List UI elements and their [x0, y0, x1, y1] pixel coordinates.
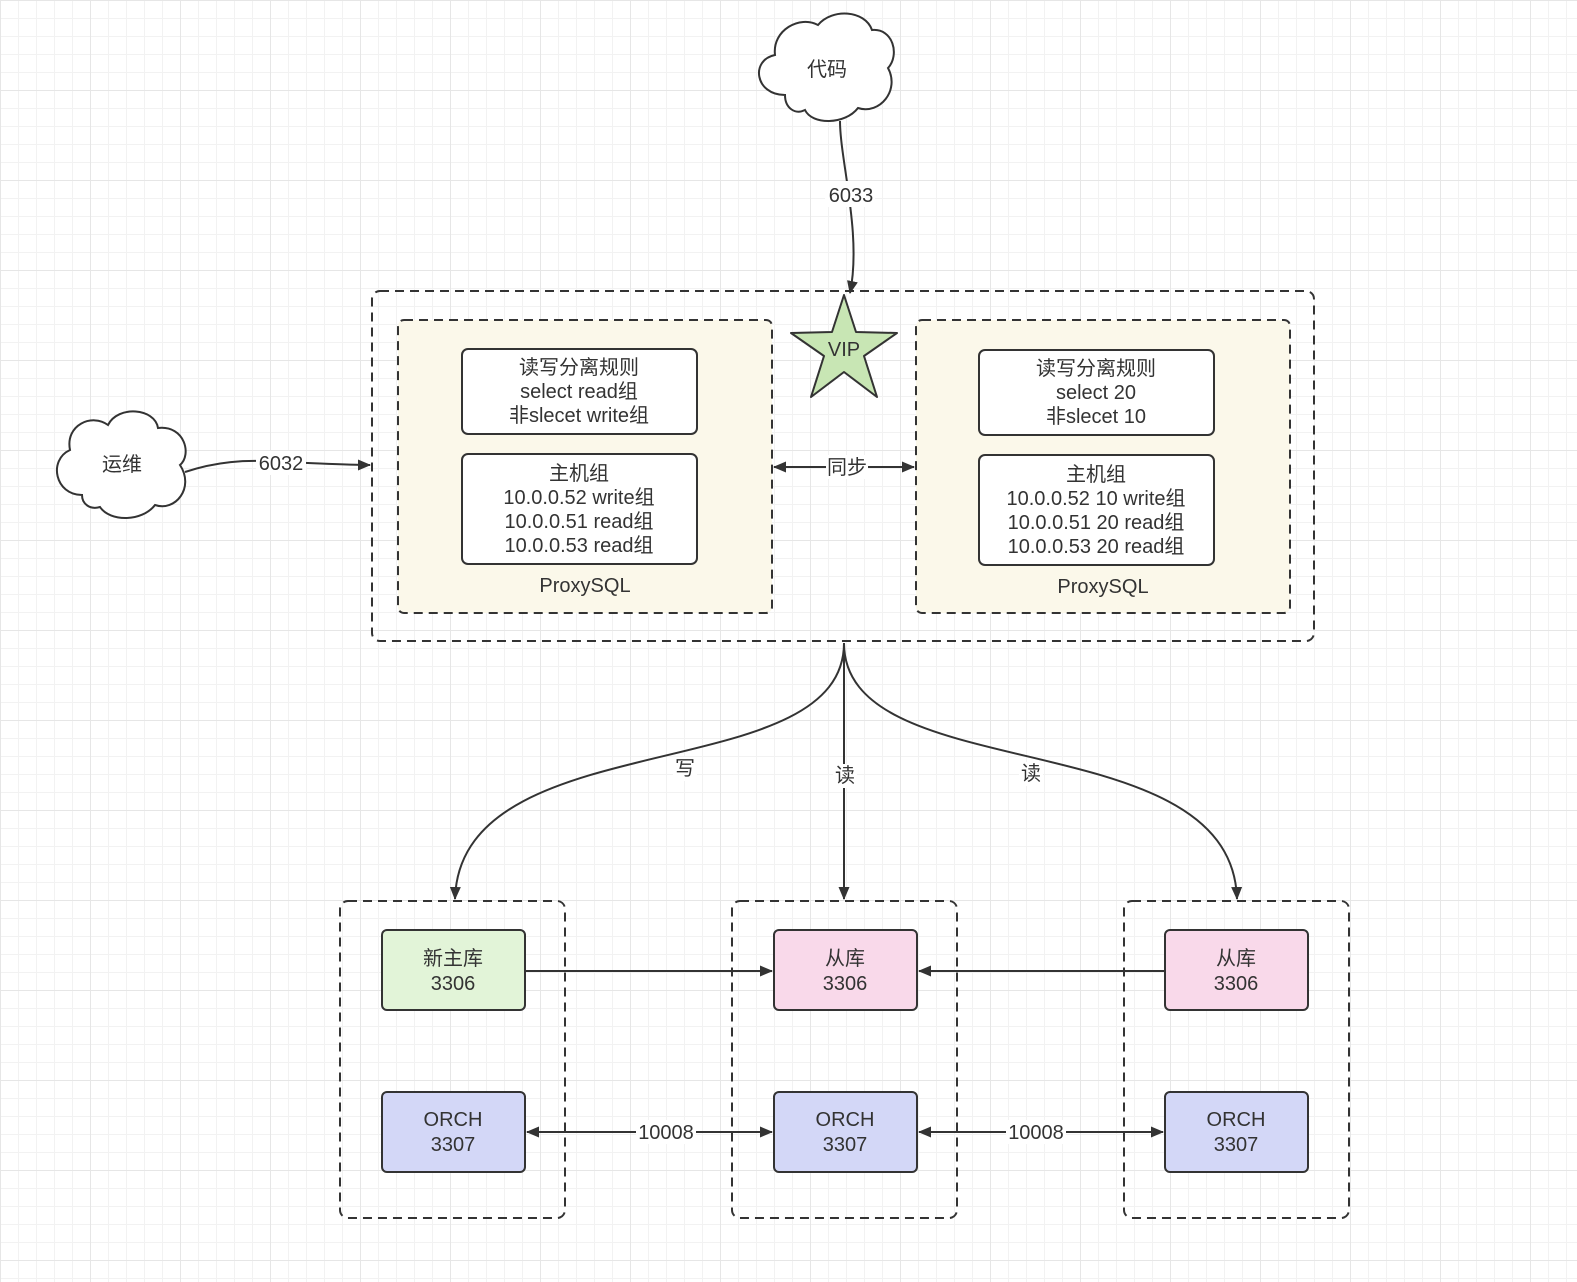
- edge-read-mid-label: 读: [835, 764, 855, 787]
- cloud-code-label: 代码: [807, 58, 847, 81]
- proxysql-left-host-53: 10.0.0.53 read组: [505, 534, 654, 557]
- proxysql-left-rules-box: [461, 348, 698, 435]
- proxysql-left-host-52: 10.0.0.52 write组: [503, 486, 654, 509]
- new-master-label: 新主库: [423, 947, 483, 970]
- proxysql-right-name: ProxySQL: [1057, 576, 1148, 598]
- slave-right-node: [1164, 929, 1309, 1011]
- edge-read-right: [843, 642, 1243, 900]
- proxysql-left-hostgroup-box: [461, 453, 698, 565]
- proxysql-right-host-52: 10.0.0.52 10 write组: [1007, 487, 1186, 510]
- vip-star-icon: [790, 294, 898, 398]
- new-master-port: 3306: [431, 973, 476, 995]
- proxysql-left-rule-nonselect: 非slecet write组: [509, 404, 649, 427]
- slave-right-label: 从库: [1216, 947, 1256, 970]
- cloud-ops-label: 运维: [102, 453, 142, 476]
- slave-mid-label: 从库: [825, 947, 865, 970]
- edge-code-port: 6033: [829, 185, 874, 207]
- cloud-ops: 运维: [55, 410, 187, 519]
- proxysql-right-host-51: 10.0.0.51 20 read组: [1008, 511, 1185, 534]
- edge-read-right-label: 读: [1021, 762, 1041, 785]
- proxysql-right-hostgroup-title: 主机组: [1066, 463, 1126, 486]
- orch-right-port: 3307: [1214, 1134, 1259, 1156]
- orch-left-node: [381, 1091, 526, 1173]
- orch-mid-node: [773, 1091, 918, 1173]
- server-group-right: [1123, 900, 1350, 1219]
- proxysql-left-hostgroup-title: 主机组: [549, 462, 609, 485]
- orch-left-label: ORCH: [424, 1109, 483, 1131]
- edge-write: [449, 642, 845, 900]
- proxysql-left-rule-select: select read组: [520, 380, 638, 403]
- proxysql-left-name: ProxySQL: [539, 575, 630, 597]
- orch-left-port: 3307: [431, 1134, 476, 1156]
- proxysql-right-rule-nonselect: 非slecet 10: [1046, 405, 1146, 428]
- edge-sync-label: 同步: [827, 456, 867, 479]
- server-group-left: [339, 900, 566, 1219]
- edge-write-label: 写: [675, 758, 695, 780]
- proxysql-left-rules-title: 读写分离规则: [519, 356, 639, 379]
- vip-label: VIP: [828, 339, 860, 361]
- proxysql-right-rules-title: 读写分离规则: [1036, 357, 1156, 380]
- proxysql-right-rule-select: select 20: [1056, 382, 1136, 404]
- proxysql-right-rules-box: [978, 349, 1215, 436]
- orch-mid-port: 3307: [823, 1134, 868, 1156]
- edge-orch-left-port: 10008: [638, 1122, 694, 1144]
- proxysql-right-host-53: 10.0.0.53 20 read组: [1008, 535, 1185, 558]
- server-group-mid: [731, 900, 958, 1219]
- slave-right-port: 3306: [1214, 973, 1259, 995]
- orch-mid-label: ORCH: [816, 1109, 875, 1131]
- proxy-cluster-box: [371, 290, 1315, 642]
- slave-mid-node: [773, 929, 918, 1011]
- proxysql-left-host-51: 10.0.0.51 read组: [505, 510, 654, 533]
- orch-right-node: [1164, 1091, 1309, 1173]
- new-master-node: [381, 929, 526, 1011]
- edge-orch-right-port: 10008: [1008, 1122, 1064, 1144]
- proxysql-right-hostgroup-box: [978, 454, 1215, 566]
- edge-ops-port: 6032: [259, 453, 304, 475]
- orch-right-label: ORCH: [1207, 1109, 1266, 1131]
- cloud-code: 代码: [758, 12, 895, 122]
- slave-mid-port: 3306: [823, 973, 868, 995]
